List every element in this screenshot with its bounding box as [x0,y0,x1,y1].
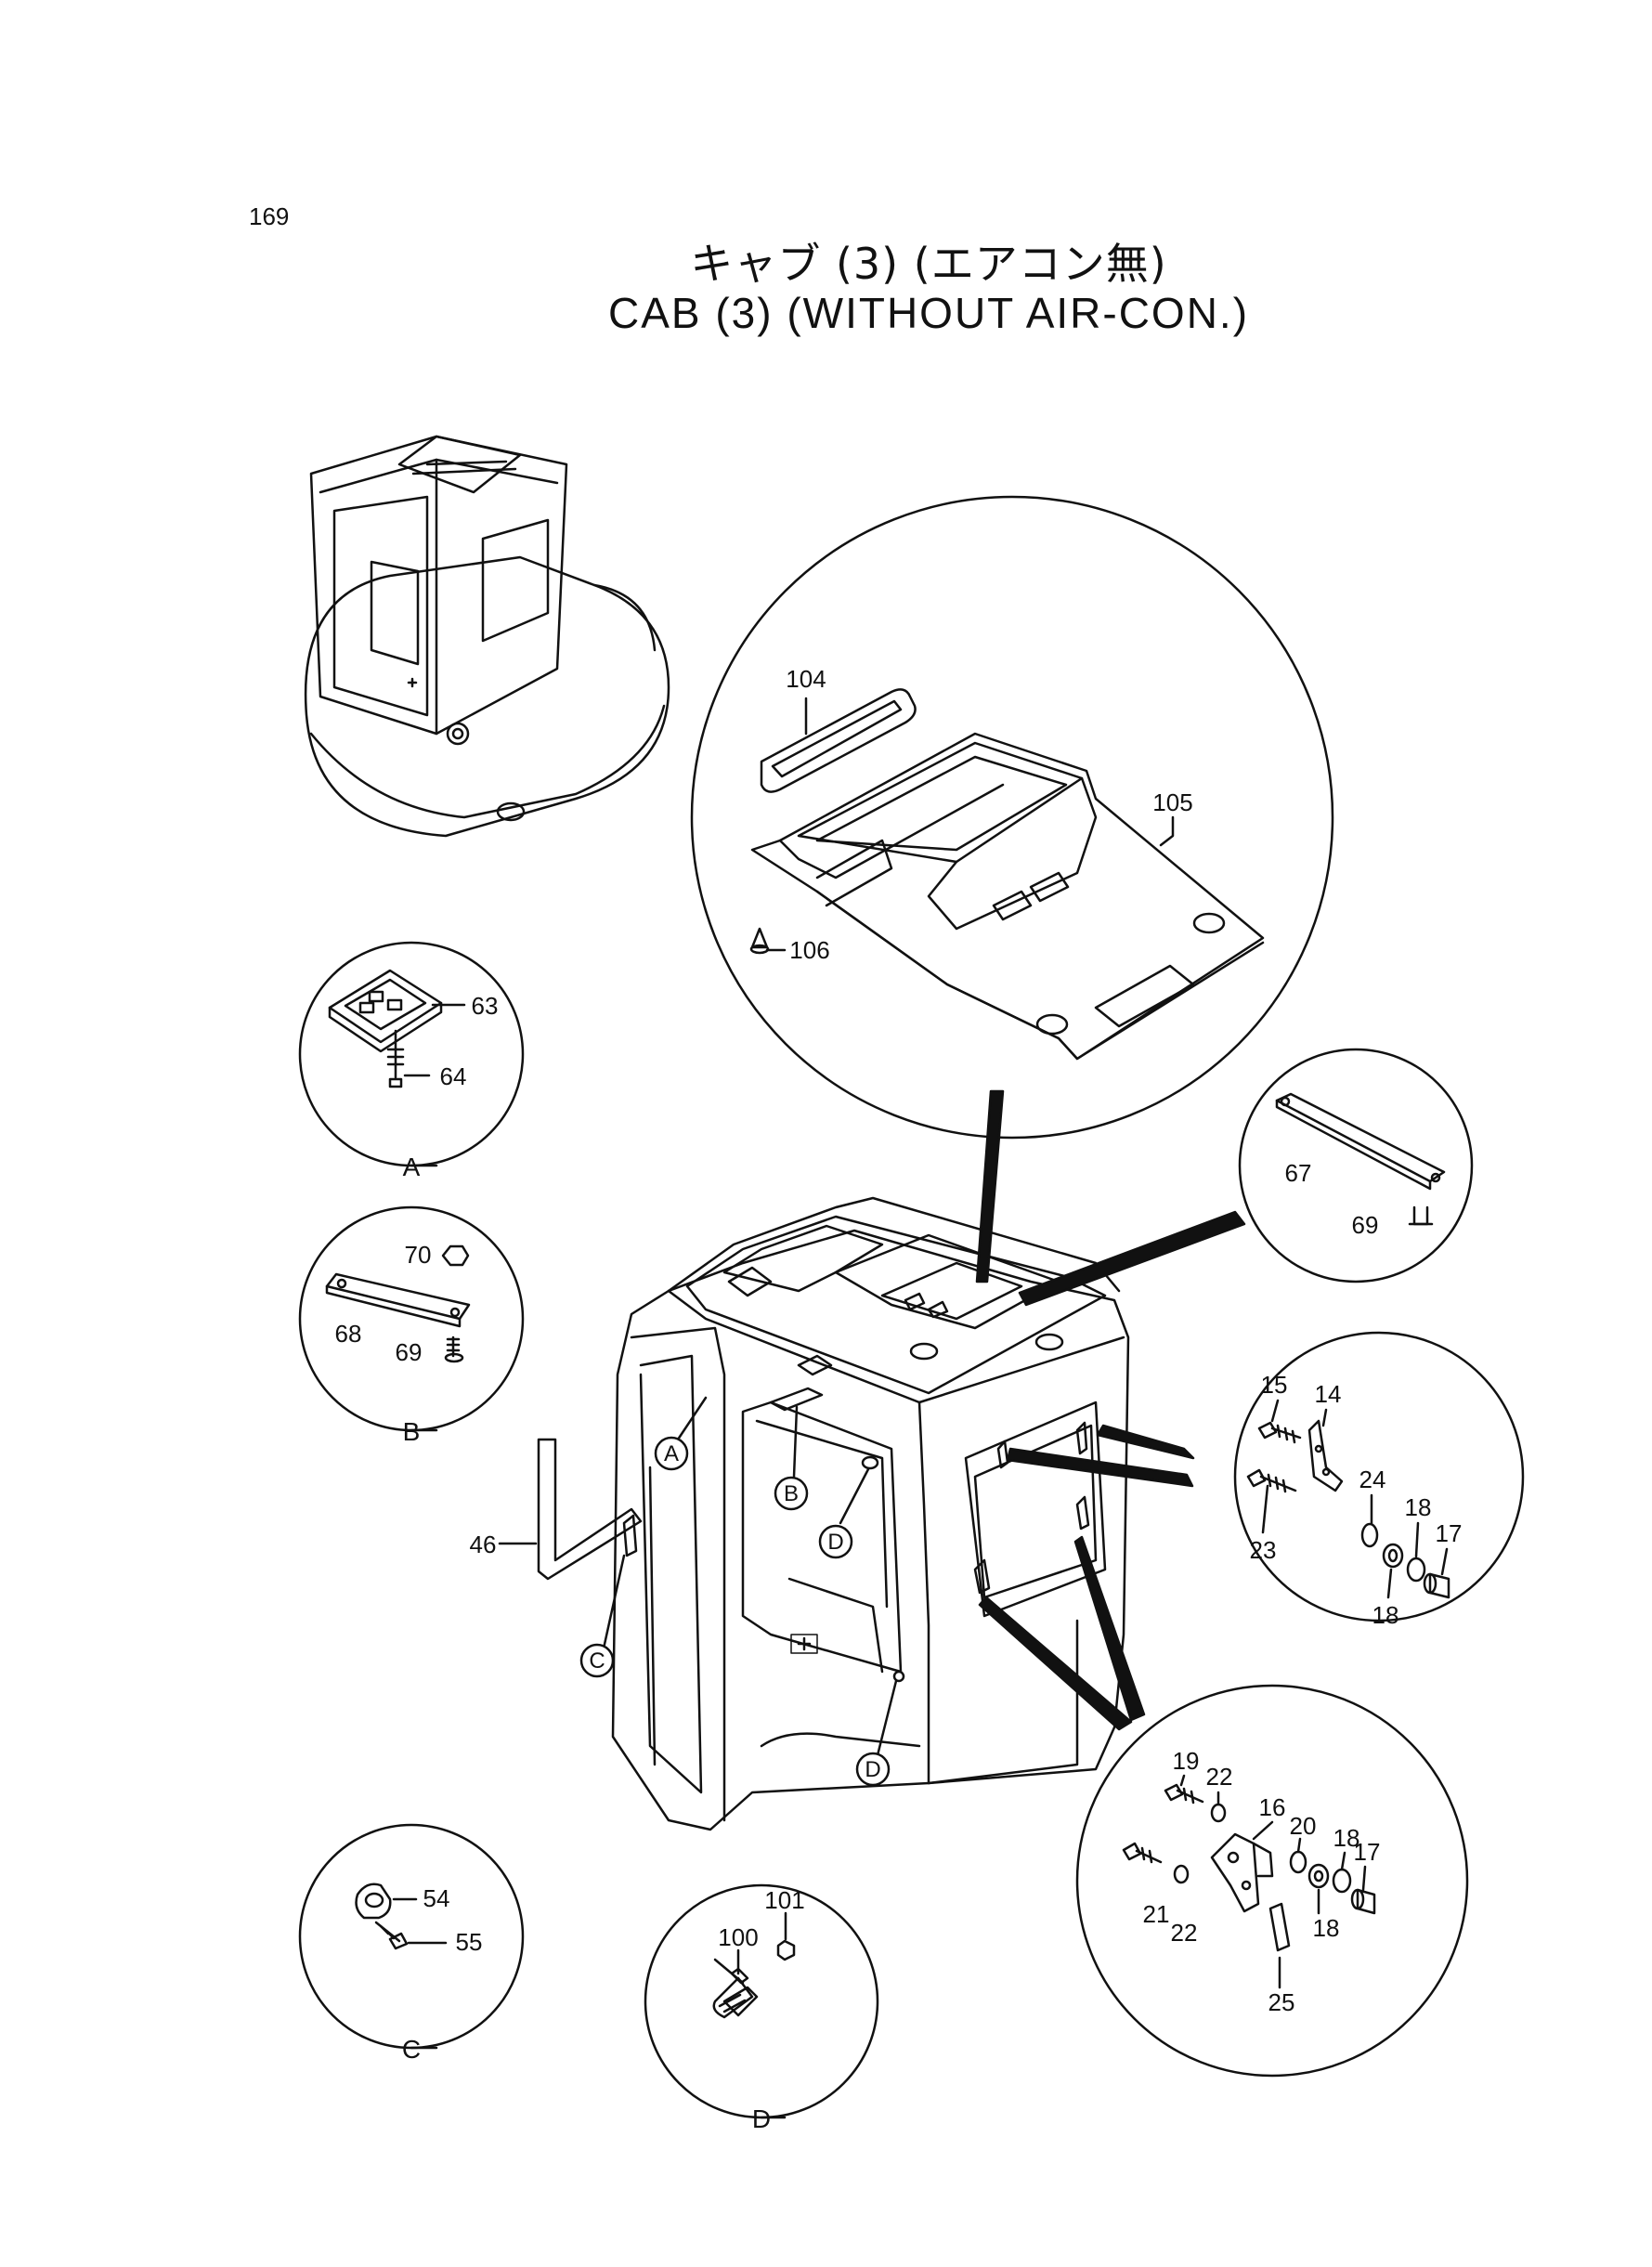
hex-wrench-46 [498,1438,643,1581]
label-part-63: 63 [472,992,499,1020]
label-part-24: 24 [1359,1466,1386,1493]
overview-excavator-cab-illustration [304,435,670,838]
label-part-18-b: 18 [1372,1601,1399,1629]
label-part-69-b: 69 [396,1338,423,1366]
hinge-bracket-detail-circle [1233,1331,1525,1622]
label-part-104: 104 [786,665,826,693]
label-part-20: 20 [1290,1812,1317,1840]
page-number: 169 [249,202,290,230]
label-part-55: 55 [456,1928,483,1956]
callout-a: A [664,1441,679,1466]
label-part-69: 69 [1352,1211,1379,1239]
callout-b: B [784,1481,799,1506]
label-part-22-b: 22 [1171,1919,1198,1947]
detail-label-c: C [402,2035,421,2064]
label-part-17-a: 17 [1436,1519,1463,1547]
callout-c: C [589,1648,605,1674]
label-part-23: 23 [1250,1536,1277,1564]
detail-label-b: B [403,1417,421,1446]
label-part-70: 70 [405,1241,432,1269]
label-part-46: 46 [470,1531,497,1558]
callout-d-upper: D [827,1530,843,1555]
detail-label-d: D [752,2104,771,2133]
label-part-14: 14 [1315,1380,1342,1408]
label-part-106: 106 [789,936,829,964]
label-part-19: 19 [1173,1747,1200,1775]
label-part-17-b: 17 [1354,1838,1381,1866]
label-part-18-a: 18 [1405,1493,1432,1521]
label-part-68: 68 [335,1320,362,1348]
label-part-16: 16 [1259,1793,1286,1821]
title-japanese: キャブ (3) (エアコン無) [690,239,1167,289]
bracket-detail-circle [1238,1048,1474,1283]
label-part-105: 105 [1152,788,1192,816]
door-hinge-detail-circle [1075,1684,1469,2078]
detail-circle-c [298,1823,525,2050]
label-part-54: 54 [423,1884,450,1912]
detail-circle-a [298,941,525,1167]
label-part-21: 21 [1143,1900,1170,1928]
detail-label-a: A [403,1153,421,1181]
title-english: CAB (3) (WITHOUT AIR-CON.) [607,289,1250,337]
label-part-101: 101 [764,1886,804,1914]
callout-d-lower: D [865,1757,880,1782]
leader-lines [602,1089,1246,1757]
label-part-100: 100 [718,1923,758,1951]
label-part-67: 67 [1285,1159,1312,1187]
label-part-18-c: 18 [1333,1824,1360,1852]
label-part-15: 15 [1261,1371,1288,1399]
label-part-25: 25 [1268,1988,1295,2016]
detail-circle-d [644,1883,879,2119]
roof-detail-circle [690,495,1334,1140]
label-part-64: 64 [440,1062,467,1090]
label-part-22-a: 22 [1206,1763,1233,1791]
label-part-18-d: 18 [1313,1914,1340,1942]
